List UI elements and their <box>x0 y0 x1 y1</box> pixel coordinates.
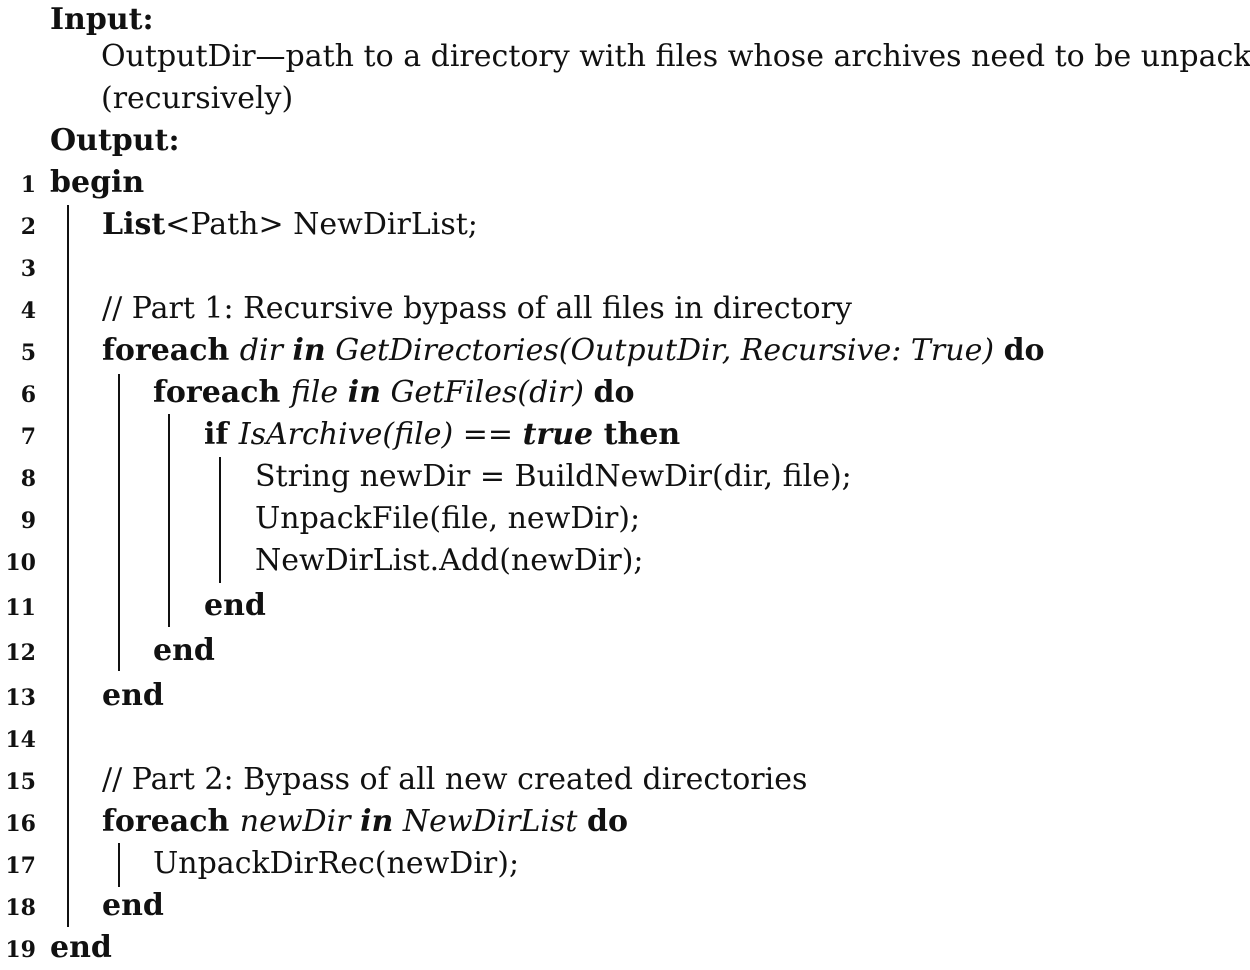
code-line: if IsArchive(file) == true then <box>204 417 680 453</box>
code-line: end <box>102 678 164 714</box>
code-token: newDir <box>239 804 361 839</box>
code-token: end <box>102 888 164 923</box>
block-line-foreach-file <box>168 414 170 627</box>
code-line: // Part 2: Bypass of all new created dir… <box>102 762 807 798</box>
code-line: String newDir = BuildNewDir(dir, file); <box>255 459 852 495</box>
code-token: do <box>593 375 635 410</box>
code-line: end <box>204 588 266 624</box>
line-number: 16 <box>5 811 36 837</box>
line-number: 7 <box>20 424 36 450</box>
code-line: UnpackDirRec(newDir); <box>153 846 519 882</box>
code-line: end <box>50 930 112 966</box>
line-number: 4 <box>20 298 36 324</box>
code-line: end <box>102 888 164 924</box>
code-token: // Part 2: Bypass of all new created dir… <box>102 762 808 797</box>
code-line: List<Path> NewDirList; <box>102 207 478 243</box>
code-token: begin <box>50 165 145 200</box>
line-number: 3 <box>20 256 36 282</box>
line-number: 10 <box>5 550 36 576</box>
line-number: 19 <box>5 937 36 963</box>
code-token: do <box>587 804 628 839</box>
input-description-line-1: OutputDir—path to a directory with files… <box>101 39 1250 74</box>
line-number: 17 <box>5 853 36 879</box>
code-token: end <box>204 588 266 623</box>
code-line: foreach newDir in NewDirList do <box>102 804 628 840</box>
line-number: 9 <box>20 508 36 534</box>
line-number: 13 <box>5 685 36 711</box>
code-token: NewDirList <box>393 804 587 839</box>
code-token: List <box>102 207 166 242</box>
line-number: 18 <box>5 895 36 921</box>
code-token: file <box>290 375 348 410</box>
code-line: end <box>153 633 215 669</box>
code-line: // Part 1: Recursive bypass of all files… <box>102 291 852 327</box>
line-number: 11 <box>5 595 36 621</box>
line-number: 1 <box>20 172 36 198</box>
code-token: in <box>347 375 381 410</box>
code-token: == <box>453 417 523 452</box>
code-token: <Path> NewDirList; <box>165 207 478 242</box>
code-token: in <box>292 333 326 368</box>
code-token: foreach <box>102 804 240 839</box>
code-token: UnpackDirRec(newDir); <box>153 846 520 881</box>
code-line: UnpackFile(file, newDir); <box>255 501 640 537</box>
code-line: foreach dir in GetDirectories(OutputDir,… <box>102 333 1045 369</box>
code-token: foreach <box>102 333 240 368</box>
line-number: 12 <box>5 640 36 666</box>
code-token: foreach <box>153 375 291 410</box>
line-number: 2 <box>20 214 36 240</box>
code-token: UnpackFile(file, newDir); <box>255 501 641 536</box>
code-token: // Part 1: Recursive bypass of all files… <box>102 291 852 326</box>
code-token: in <box>360 804 394 839</box>
code-token: dir <box>239 333 293 368</box>
code-line: NewDirList.Add(newDir); <box>255 543 644 579</box>
line-number: 6 <box>20 382 36 408</box>
line-number: 15 <box>5 769 36 795</box>
line-number: 8 <box>20 466 36 492</box>
line-number: 5 <box>20 340 36 366</box>
code-token: GetFiles(dir) <box>380 375 594 410</box>
code-token: then <box>593 417 681 452</box>
code-token: end <box>50 930 112 965</box>
code-token: IsArchive(file) <box>238 417 454 452</box>
code-token: end <box>153 633 215 668</box>
code-token: NewDirList.Add(newDir); <box>255 543 644 578</box>
code-token: do <box>1003 333 1045 368</box>
code-token: if <box>204 417 239 452</box>
code-token: end <box>102 678 164 713</box>
code-token: true <box>522 417 594 452</box>
block-line-if <box>219 457 221 583</box>
block-line-begin <box>67 205 69 927</box>
code-token: String newDir = BuildNewDir(dir, file); <box>255 459 852 494</box>
block-line-foreach-dir <box>118 374 120 671</box>
block-line-foreach-newdir <box>118 843 120 887</box>
output-label: Output: <box>50 123 180 158</box>
line-number: 14 <box>5 727 36 753</box>
input-description-line-2: (recursively) <box>101 81 294 116</box>
input-label: Input: <box>50 2 154 37</box>
code-token: GetDirectories(OutputDir, Recursive: Tru… <box>325 333 1004 368</box>
code-line: begin <box>50 165 144 201</box>
code-line: foreach file in GetFiles(dir) do <box>153 375 634 411</box>
